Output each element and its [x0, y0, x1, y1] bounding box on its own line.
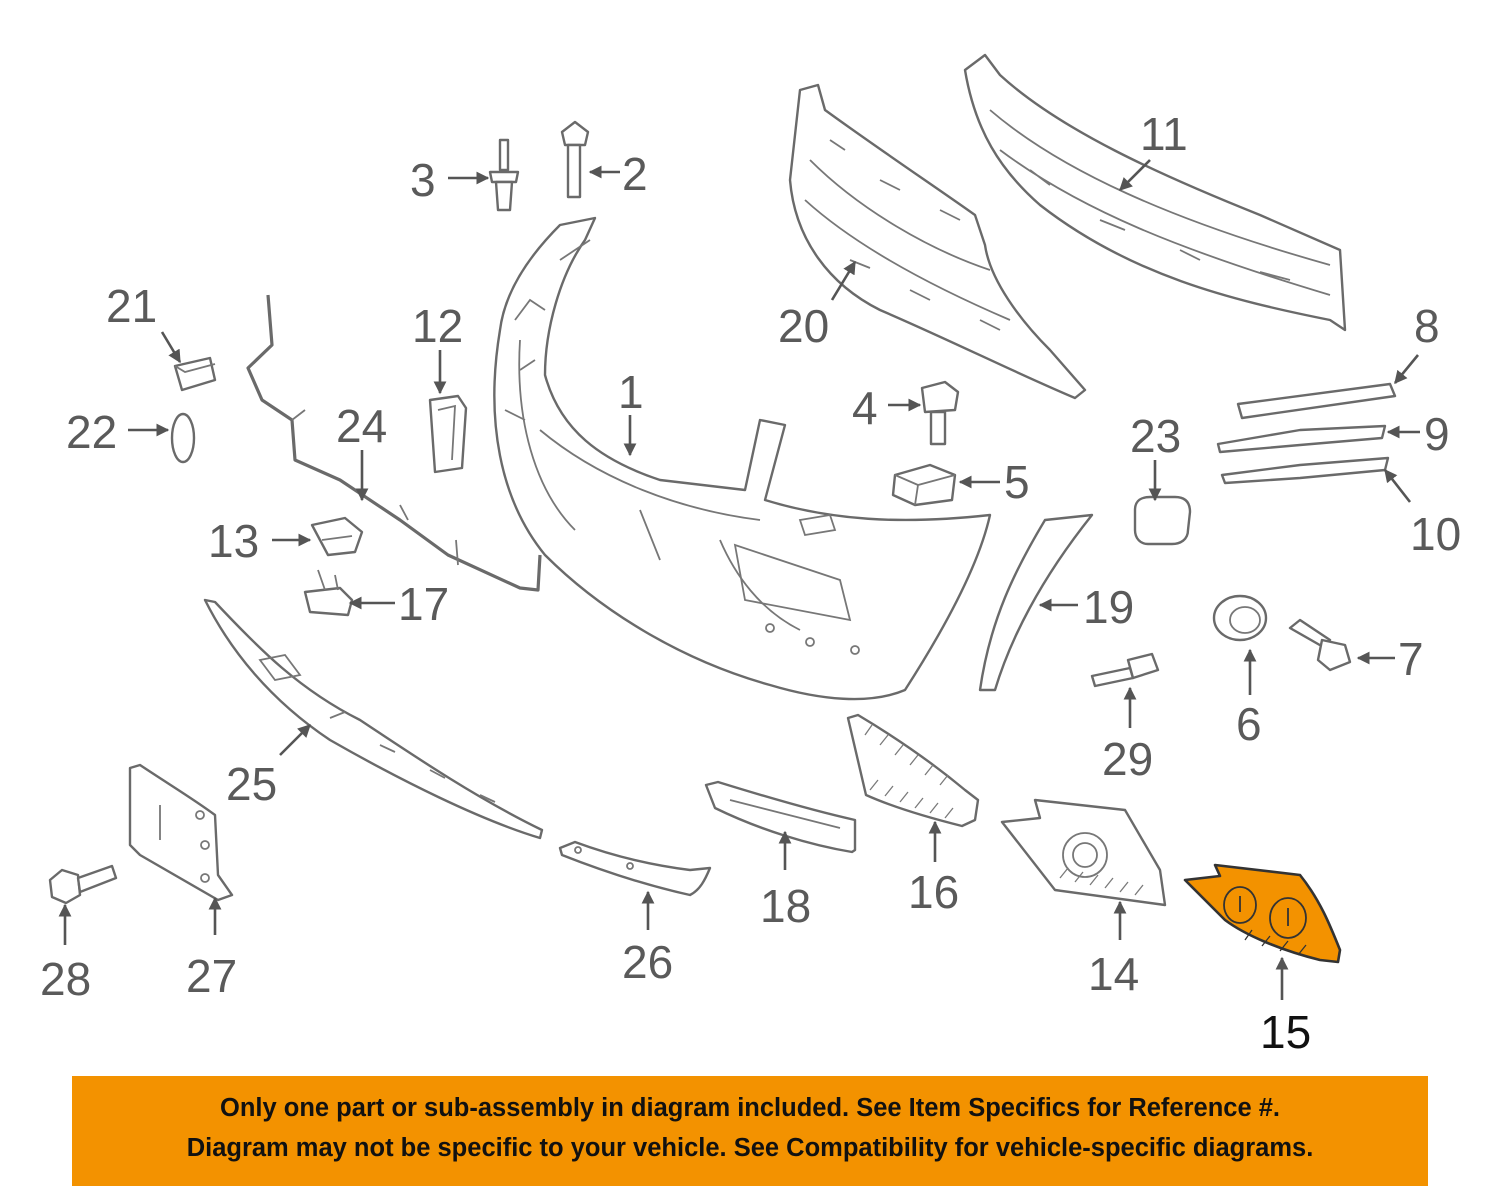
part-26-trim[interactable]	[558, 840, 712, 897]
part-13-sensor[interactable]	[310, 516, 364, 557]
callout-18: 18	[760, 880, 811, 932]
callout-5: 5	[1004, 456, 1030, 508]
part-25-lower-trim[interactable]	[203, 598, 544, 840]
part-22-seal-ring[interactable]	[170, 412, 196, 464]
part-3-push-rivet[interactable]	[488, 138, 520, 212]
part-28-bolt[interactable]	[48, 864, 118, 905]
callout-14: 14	[1088, 948, 1139, 1000]
callout-25: 25	[226, 758, 277, 810]
part-15-fog-lamp-bracket-highlighted[interactable]	[1183, 863, 1342, 964]
part-19-side-strip[interactable]	[978, 513, 1094, 692]
callout-19: 19	[1083, 581, 1134, 633]
part-11-energy-absorber[interactable]	[963, 53, 1347, 332]
callout-labels: 1 2 3 4 5 6 7 8 9 10 11 12 13 14 15 16 1…	[40, 108, 1461, 1058]
callout-11: 11	[1140, 108, 1188, 160]
part-4-bolt[interactable]	[920, 380, 960, 446]
callout-1: 1	[618, 366, 644, 418]
callout-13: 13	[208, 515, 259, 567]
part-2-bolt[interactable]	[560, 120, 590, 199]
callout-15: 15	[1260, 1006, 1311, 1058]
part-16-grille[interactable]	[846, 713, 980, 828]
callout-8: 8	[1414, 300, 1440, 352]
part-17-sensor-holder[interactable]	[303, 569, 354, 617]
callout-12: 12	[412, 300, 463, 352]
callout-21: 21	[106, 280, 157, 332]
part-1-bumper-cover[interactable]	[493, 216, 992, 701]
callout-20: 20	[778, 300, 829, 352]
callout-9: 9	[1424, 408, 1450, 460]
callout-4: 4	[852, 382, 878, 434]
parts-diagram: 1 2 3 4 5 6 7 8 9 10 11 12 13 14 15 16 1…	[40, 53, 1461, 1058]
part-23-cap[interactable]	[1133, 495, 1192, 546]
part-21-block[interactable]	[173, 356, 217, 392]
part-10-strip[interactable]	[1220, 456, 1390, 485]
disclaimer-line-1: Only one part or sub-assembly in diagram…	[220, 1094, 1280, 1122]
part-9-strip[interactable]	[1216, 424, 1387, 454]
callout-3: 3	[410, 154, 436, 206]
callout-22: 22	[66, 406, 117, 458]
callout-27: 27	[186, 950, 237, 1002]
part-14-fog-lamp-bezel[interactable]	[1000, 798, 1167, 907]
leader-lines	[58, 159, 1420, 1000]
disclaimer-banner: Only one part or sub-assembly in diagram…	[72, 1076, 1428, 1186]
callout-10: 10	[1410, 508, 1461, 560]
callout-28: 28	[40, 953, 91, 1005]
part-6-grommet[interactable]	[1212, 594, 1268, 642]
callout-23: 23	[1130, 410, 1181, 462]
callout-2: 2	[622, 148, 648, 200]
part-7-bolt[interactable]	[1288, 618, 1352, 672]
part-20-reinforcement[interactable]	[788, 83, 1087, 400]
callout-16: 16	[908, 866, 959, 918]
part-27-license-bracket[interactable]	[128, 763, 234, 902]
part-12-bracket[interactable]	[428, 394, 468, 474]
callout-29: 29	[1102, 733, 1153, 785]
callout-17: 17	[398, 578, 449, 630]
part-5-clip[interactable]	[891, 463, 957, 507]
callout-7: 7	[1398, 633, 1424, 685]
part-8-strip[interactable]	[1236, 382, 1397, 420]
part-29-stud[interactable]	[1090, 652, 1160, 688]
part-24-wiring-harness[interactable]	[246, 294, 542, 592]
callout-26: 26	[622, 936, 673, 988]
disclaimer-line-2: Diagram may not be specific to your vehi…	[186, 1134, 1314, 1162]
part-18-grille[interactable]	[704, 780, 857, 854]
callout-24: 24	[336, 400, 387, 452]
callout-6: 6	[1236, 698, 1262, 750]
